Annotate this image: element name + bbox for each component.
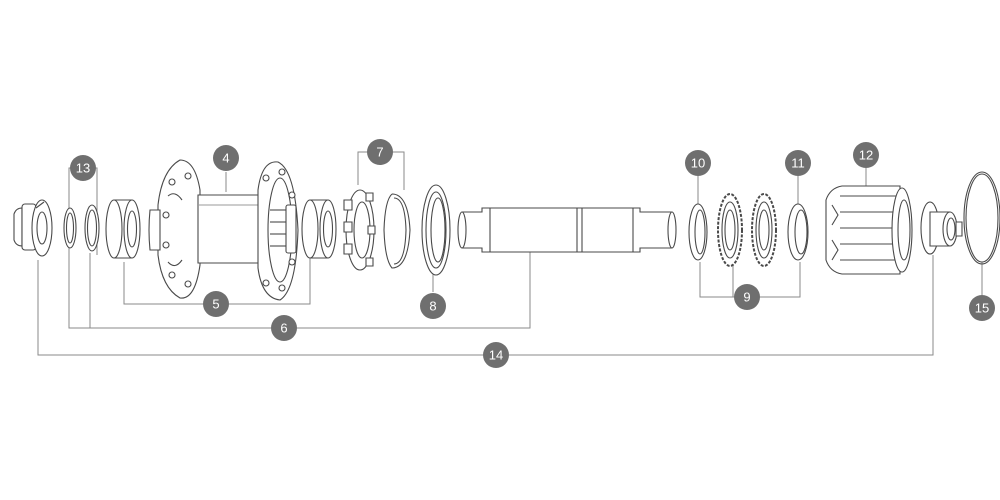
- toothed-ring-b: [752, 194, 776, 266]
- o-ring-15: [964, 172, 1000, 264]
- callout-10: 10: [685, 150, 711, 176]
- callout-15: 15: [969, 295, 995, 321]
- svg-text:9: 9: [743, 290, 750, 305]
- callout-7: 7: [367, 139, 393, 165]
- toothed-ring-a: [718, 194, 742, 266]
- svg-text:10: 10: [691, 156, 705, 171]
- svg-text:11: 11: [791, 156, 805, 171]
- left-end-cap: [14, 200, 52, 256]
- right-bearing: [302, 200, 336, 258]
- axle: [458, 208, 676, 252]
- callout-12: 12: [853, 142, 879, 168]
- svg-text:15: 15: [975, 301, 989, 316]
- callout-4: 4: [213, 145, 239, 171]
- svg-text:14: 14: [489, 348, 503, 363]
- callout-9: 9: [734, 284, 760, 310]
- spring-ring: [384, 194, 410, 268]
- callout-badges: 4 5 6 7 8 9 10 11 12 13 14 15: [70, 139, 995, 368]
- callout-11: 11: [785, 150, 811, 176]
- svg-text:6: 6: [280, 321, 287, 336]
- svg-text:4: 4: [222, 151, 229, 166]
- right-end-cap: [921, 202, 962, 254]
- spacer-ring-11: [788, 204, 808, 260]
- snap-ring-13-b: [85, 205, 99, 251]
- callout-5: 5: [203, 291, 229, 317]
- hub-body: [149, 160, 298, 300]
- svg-text:13: 13: [76, 161, 90, 176]
- spacer-ring-10: [689, 204, 707, 260]
- left-bearing: [106, 200, 140, 258]
- callout-6: 6: [271, 315, 297, 341]
- callout-14: 14: [483, 342, 509, 368]
- svg-text:7: 7: [376, 145, 383, 160]
- svg-text:12: 12: [859, 148, 873, 163]
- ratchet-ring: [344, 190, 375, 270]
- snap-ring-13-a: [64, 208, 76, 248]
- seal-8: [422, 185, 450, 275]
- svg-text:8: 8: [429, 299, 436, 314]
- callout-13: 13: [70, 155, 96, 181]
- freehub-body: [826, 186, 912, 274]
- svg-text:5: 5: [212, 297, 219, 312]
- callout-8: 8: [420, 293, 446, 319]
